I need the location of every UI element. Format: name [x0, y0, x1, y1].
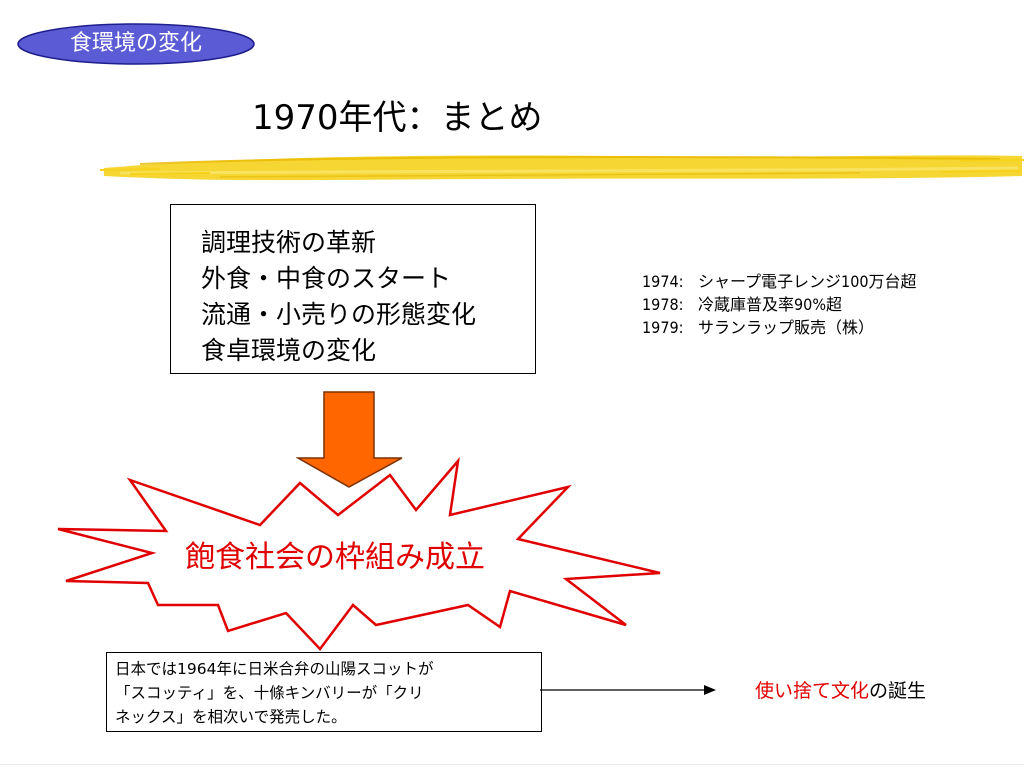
bottom-divider: [0, 764, 1024, 765]
brush-stroke-divider: [100, 155, 1024, 181]
timeline-event: シャープ電子レンジ100万台超: [698, 272, 917, 291]
timeline-event: サランラップ販売（株）: [698, 318, 875, 337]
badge-ellipse: [17, 23, 255, 65]
note-line: 「スコッティ」を、十條キンバリーが「クリ: [115, 684, 424, 702]
explosion-burst-shape: [57, 456, 661, 651]
factors-box: 調理技術の革新 外食・中食のスタート 流通・小売りの形態変化 食卓環境の変化: [170, 204, 536, 374]
timeline-year: 1978:: [642, 295, 684, 314]
timeline-year: 1979:: [642, 318, 684, 337]
timeline-year: 1974:: [642, 272, 684, 291]
timeline-event: 冷蔵庫普及率90%超: [698, 295, 842, 314]
result-text: 使い捨て文化の誕生: [755, 676, 926, 703]
factor-item: 外食・中食のスタート: [201, 264, 452, 293]
factor-item: 調理技術の革新: [201, 228, 377, 257]
burst-label: 飽食社会の枠組み成立: [185, 540, 485, 575]
result-highlight: 使い捨て文化: [755, 680, 870, 702]
note-line: 日本では1964年に日米合弁の山陽スコットが: [115, 660, 434, 678]
result-rest: の誕生: [869, 680, 927, 702]
timeline-row: 1978: 冷蔵庫普及率90%超: [642, 293, 917, 316]
note-line: ネックス」を相次いで発売した。: [115, 708, 347, 726]
factor-item: 流通・小売りの形態変化: [201, 300, 477, 329]
timeline-row: 1974: シャープ電子レンジ100万台超: [642, 270, 917, 293]
timeline-list: 1974: シャープ電子レンジ100万台超 1978: 冷蔵庫普及率90%超 1…: [642, 270, 917, 339]
section-badge-label: 食環境の変化: [69, 31, 202, 56]
section-badge: 食環境の変化: [16, 22, 256, 66]
down-arrow-icon: [296, 391, 403, 488]
note-box: 日本では1964年に日米合弁の山陽スコットが 「スコッティ」を、十條キンバリーが…: [106, 652, 542, 732]
slide-title: 1970年代：まとめ: [252, 98, 543, 138]
factor-item: 食卓環境の変化: [201, 336, 377, 365]
timeline-row: 1979: サランラップ販売（株）: [642, 316, 917, 339]
right-arrow-icon: [540, 685, 716, 695]
